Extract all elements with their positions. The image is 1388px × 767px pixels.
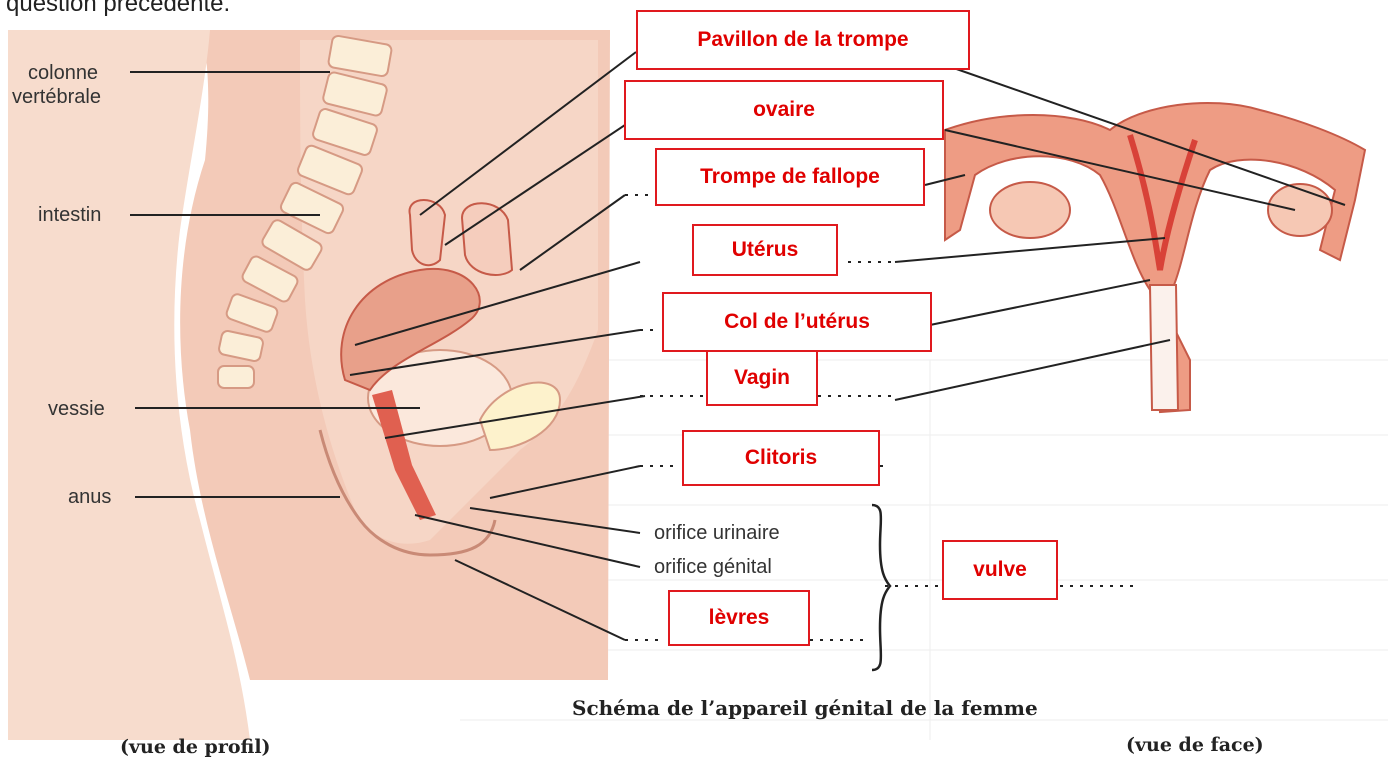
label-vessie: vessie	[48, 398, 105, 420]
answer-box-vulve: vulve	[942, 540, 1058, 600]
label-orifice-urinaire: orifice urinaire	[654, 522, 780, 544]
diagram-title: Schéma de l’appareil génital de la femme	[572, 696, 1038, 720]
answer-text-trompe: Trompe de fallope	[700, 165, 880, 189]
answer-box-uterus: Utérus	[692, 224, 838, 276]
answer-box-vagin: Vagin	[706, 350, 818, 406]
answer-text-ovaire: ovaire	[753, 98, 815, 122]
answer-text-pavillon: Pavillon de la trompe	[697, 28, 908, 52]
answer-text-vagin: Vagin	[734, 366, 790, 390]
answer-box-ovaire: ovaire	[624, 80, 944, 140]
answer-text-col: Col de l’utérus	[724, 310, 870, 334]
answer-box-trompe: Trompe de fallope	[655, 148, 925, 206]
label-orifice-genital: orifice génital	[654, 556, 772, 578]
answer-text-uterus: Utérus	[732, 238, 799, 262]
uterus-front-view	[945, 103, 1365, 412]
vulve-brace	[872, 505, 890, 670]
label-vertebrale: vertébrale	[12, 86, 101, 108]
label-intestin: intestin	[38, 204, 101, 226]
answer-box-clitoris: Clitoris	[682, 430, 880, 486]
caption-front: (vue de face)	[1126, 734, 1264, 756]
label-anus: anus	[68, 486, 111, 508]
answer-text-clitoris: Clitoris	[745, 446, 817, 470]
answer-box-col: Col de l’utérus	[662, 292, 932, 352]
caption-profile: (vue de profil)	[120, 736, 271, 758]
label-colonne: colonne	[28, 62, 98, 84]
answer-text-vulve: vulve	[973, 558, 1027, 582]
heading-fragment: question précédente.	[6, 0, 230, 18]
answer-box-levres: lèvres	[668, 590, 810, 646]
answer-box-pavillon: Pavillon de la trompe	[636, 10, 970, 70]
answer-text-levres: lèvres	[709, 606, 770, 630]
